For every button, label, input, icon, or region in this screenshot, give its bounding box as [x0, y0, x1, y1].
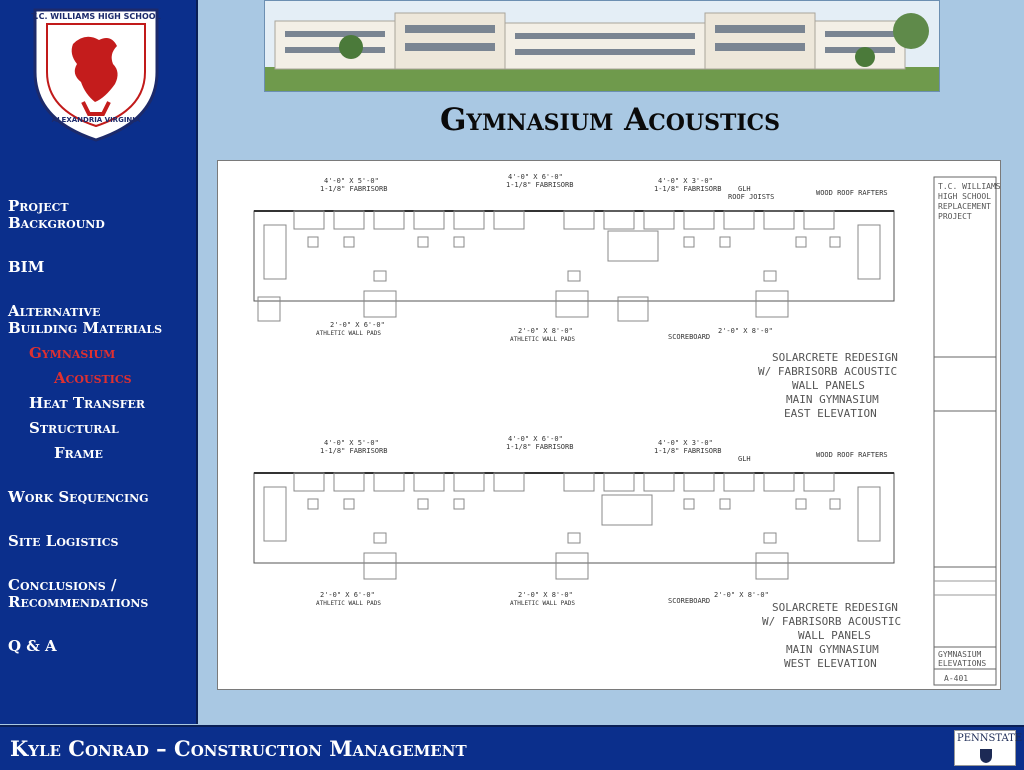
east-callout-glh: GLH	[738, 185, 751, 193]
pennstate-logo-text: PENNSTATE	[957, 733, 1023, 744]
nav-label: Site Logistics	[8, 532, 119, 550]
pennstate-logo: PENNSTATE	[954, 730, 1022, 766]
east-callout-pads-a: 2'-0" X 6'-0"	[330, 321, 385, 329]
nav-subitem-structural-frame-2[interactable]: Frame	[8, 445, 194, 462]
nav-subitem-gymnasium-acoustics-2[interactable]: Acoustics	[8, 370, 194, 387]
west-callout-panel-b: 4'-0" X 6'-0"	[508, 435, 563, 443]
west-caption-4: MAIN GYMNASIUM	[786, 643, 879, 656]
nav-item-alternative-building-materials[interactable]: Alternative Building Materials	[8, 303, 194, 337]
west-caption-3: WALL PANELS	[798, 629, 871, 642]
east-callout-pads-b: 2'-0" X 8'-0"	[518, 327, 573, 335]
west-callout-spec-b: 1-1/8" FABRISORB	[506, 443, 573, 451]
tb-sheet-number: A-401	[944, 674, 968, 683]
nav-label: Conclusions /	[8, 576, 117, 594]
east-callout-pads-c: 2'-0" X 8'-0"	[718, 327, 773, 335]
page-title: Gymnasium Acoustics	[439, 102, 781, 138]
east-callout-pads-label-b: ATHLETIC WALL PADS	[510, 336, 575, 343]
west-callout-panel-c: 4'-0" X 3'-0"	[658, 439, 713, 447]
nav-item-project-background[interactable]: Project Background	[8, 198, 194, 232]
nav-label-active: Gymnasium	[29, 344, 116, 362]
west-callout-spec-a: 1-1/8" FABRISORB	[320, 447, 387, 455]
nav-item-work-sequencing[interactable]: Work Sequencing	[8, 489, 194, 506]
nav-label: Frame	[54, 444, 103, 462]
east-caption-1: SOLARCRETE REDESIGN	[772, 351, 898, 364]
footer-bar: Kyle Conrad – Construction Management	[0, 725, 1024, 770]
nav-label: Background	[8, 214, 105, 232]
tb-project-3: REPLACEMENT	[938, 202, 991, 211]
tb-project-4: PROJECT	[938, 212, 972, 221]
east-callout-roof-joists: ROOF JOISTS	[728, 193, 774, 201]
west-caption-5: WEST ELEVATION	[784, 657, 877, 670]
tb-project-1: T.C. WILLIAMS	[938, 182, 1000, 191]
west-callout-spec-c: 1-1/8" FABRISORB	[654, 447, 721, 455]
crest-bottom-text: ALEXANDRIA VIRGINIA	[52, 116, 141, 124]
west-callout-pads-a: 2'-0" X 6'-0"	[320, 591, 375, 599]
west-callout-pads-c: 2'-0" X 8'-0"	[714, 591, 769, 599]
west-elevation: 4'-0" X 5'-0" 1-1/8" FABRISORB 4'-0" X 6…	[253, 435, 901, 670]
east-callout-panel-a: 4'-0" X 5'-0"	[324, 177, 379, 185]
west-callout-panel-a: 4'-0" X 5'-0"	[324, 439, 379, 447]
east-callout-spec-b: 1-1/8" FABRISORB	[506, 181, 573, 189]
nav-label: Alternative	[8, 302, 101, 320]
west-caption-1: SOLARCRETE REDESIGN	[772, 601, 898, 614]
tb-sheet-name-2: ELEVATIONS	[938, 659, 986, 668]
nav-label: Q & A	[8, 637, 57, 655]
east-callout-spec-a: 1-1/8" FABRISORB	[320, 185, 387, 193]
nav-item-bim[interactable]: BIM	[8, 259, 194, 276]
east-callout-panel-c: 4'-0" X 3'-0"	[658, 177, 713, 185]
east-caption-3: WALL PANELS	[792, 379, 865, 392]
west-callout-pads-label-a: ATHLETIC WALL PADS	[316, 600, 381, 607]
west-caption-2: W/ FABRISORB ACOUSTIC	[762, 615, 901, 628]
east-caption-2: W/ FABRISORB ACOUSTIC	[758, 365, 897, 378]
east-callout-pads-label-a: ATHLETIC WALL PADS	[316, 330, 381, 337]
nav-subitem-heat-transfer[interactable]: Heat Transfer	[8, 395, 194, 412]
sidebar: T.C. WILLIAMS HIGH SCHOOL ALEXANDRIA VIR…	[0, 0, 198, 724]
drawing-sheet: T.C. WILLIAMS HIGH SCHOOL REPLACEMENT PR…	[217, 160, 1001, 690]
east-caption-4: MAIN GYMNASIUM	[786, 393, 879, 406]
east-callout-panel-b: 4'-0" X 6'-0"	[508, 173, 563, 181]
nav-label: Structural	[29, 419, 119, 437]
nav-item-conclusions[interactable]: Conclusions / Recommendations	[8, 577, 194, 611]
nav-subitem-structural-frame[interactable]: Structural	[8, 420, 194, 437]
building-rendering-banner	[264, 0, 940, 92]
nav-label: Project	[8, 197, 69, 215]
footer-text: Kyle Conrad – Construction Management	[10, 736, 467, 761]
east-caption-5: EAST ELEVATION	[784, 407, 877, 420]
crest-top-text: T.C. WILLIAMS HIGH SCHOOL	[31, 12, 160, 21]
east-callout-spec-c: 1-1/8" FABRISORB	[654, 185, 721, 193]
east-callout-scoreboard: SCOREBOARD	[668, 333, 710, 341]
nav-label: Work Sequencing	[8, 488, 149, 506]
tb-project-2: HIGH SCHOOL	[938, 192, 991, 201]
east-elevation: 4'-0" X 5'-0" 1-1/8" FABRISORB 4'-0" X 6…	[253, 173, 898, 420]
nav-item-site-logistics[interactable]: Site Logistics	[8, 533, 194, 550]
west-callout-pads-label-b: ATHLETIC WALL PADS	[510, 600, 575, 607]
nav-label: BIM	[8, 258, 45, 276]
nav-subitem-gymnasium-acoustics[interactable]: Gymnasium	[8, 345, 194, 362]
nav-label: Building Materials	[8, 319, 163, 337]
west-callout-wood-rafters: WOOD ROOF RAFTERS	[816, 451, 888, 459]
east-callout-wood-rafters: WOOD ROOF RAFTERS	[816, 189, 888, 197]
sidebar-nav: Project Background BIM Alternative Build…	[8, 198, 194, 655]
nav-item-qa[interactable]: Q & A	[8, 638, 194, 655]
nav-label-active: Acoustics	[54, 369, 132, 387]
west-callout-scoreboard: SCOREBOARD	[668, 597, 710, 605]
nav-label: Heat Transfer	[29, 394, 146, 412]
west-callout-pads-b: 2'-0" X 8'-0"	[518, 591, 573, 599]
nav-label: Recommendations	[8, 593, 149, 611]
tb-sheet-name-1: GYMNASIUM	[938, 650, 982, 659]
west-callout-glh: GLH	[738, 455, 751, 463]
school-crest-logo: T.C. WILLIAMS HIGH SCHOOL ALEXANDRIA VIR…	[25, 2, 167, 144]
